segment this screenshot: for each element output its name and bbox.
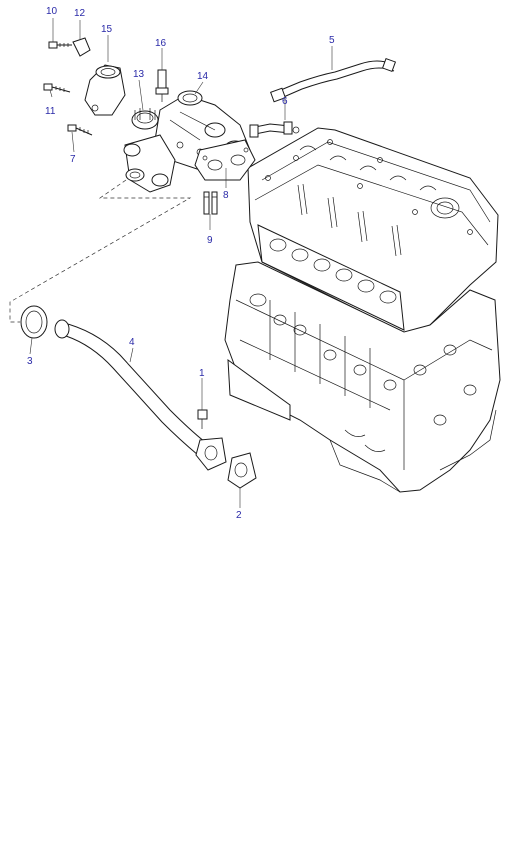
callout-12: 12 — [74, 8, 86, 19]
studs-9 — [203, 191, 218, 215]
callout-4: 4 — [129, 337, 135, 348]
callout-15: 15 — [101, 24, 113, 35]
gasket-2 — [227, 452, 257, 489]
callout-9: 9 — [207, 235, 213, 246]
callout-7: 7 — [70, 154, 76, 165]
gasket-8 — [194, 139, 256, 181]
callout-5: 5 — [329, 35, 335, 46]
o-ring-3 — [20, 305, 48, 339]
lower-housing — [123, 134, 176, 193]
bolt-11 — [43, 83, 71, 93]
callout-8: 8 — [223, 190, 229, 201]
bolt-10 — [48, 41, 72, 49]
clip-12 — [72, 37, 91, 57]
bolt-7 — [67, 124, 93, 136]
assembly-dashed-line — [9, 179, 192, 323]
hose-6 — [249, 121, 300, 138]
callout-3: 3 — [27, 356, 33, 367]
callout-13: 13 — [133, 69, 145, 80]
callout-1: 1 — [199, 368, 205, 379]
temp-sensor-16 — [155, 69, 169, 102]
thermostat-housing-15 — [84, 64, 126, 116]
water-pipe-4 — [54, 319, 227, 471]
thermostat-13 — [131, 108, 159, 130]
bolt-1 — [197, 409, 208, 429]
callout-11: 11 — [45, 106, 56, 117]
callout-16: 16 — [155, 38, 167, 49]
callout-10: 10 — [46, 6, 58, 17]
leader-lines — [29, 18, 333, 508]
callout-6: 6 — [282, 96, 288, 107]
hose-5 — [270, 57, 397, 103]
callout-2: 2 — [236, 510, 242, 521]
callout-14: 14 — [197, 71, 209, 82]
engine-block — [224, 127, 501, 493]
